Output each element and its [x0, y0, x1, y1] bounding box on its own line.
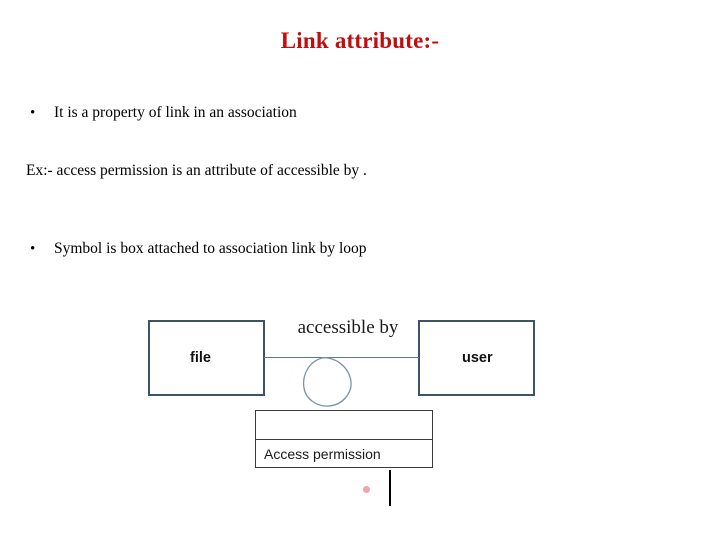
- link-attribute-box: Access permission: [255, 410, 433, 468]
- link-attribute-box-top-compartment: [256, 411, 432, 440]
- bullet-item-1-label: It is a property of link in an associati…: [54, 104, 297, 121]
- bullet-marker-icon: •: [30, 105, 36, 121]
- bullet-item-2-label: Symbol is box attached to association li…: [54, 240, 367, 257]
- entity-box-file: file: [148, 320, 265, 396]
- association-link-line: [264, 357, 419, 358]
- association-loop-icon: [302, 357, 352, 407]
- stray-vertical-bar: [389, 470, 391, 506]
- page-title: Link attribute:-: [280, 28, 440, 53]
- bullet-marker-icon: •: [30, 241, 36, 257]
- stray-dot-marker: [363, 486, 370, 493]
- entity-box-file-label: file: [190, 350, 211, 366]
- bullet-item-2: • Symbol is box attached to association …: [30, 240, 367, 259]
- example-line: Ex:- access permission is an attribute o…: [26, 162, 367, 179]
- entity-box-user: user: [418, 320, 535, 396]
- link-attribute-box-label: Access permission: [264, 445, 381, 462]
- association-label: accessible by: [297, 317, 399, 338]
- entity-box-user-label: user: [462, 350, 493, 366]
- bullet-item-1: • It is a property of link in an associa…: [30, 104, 297, 123]
